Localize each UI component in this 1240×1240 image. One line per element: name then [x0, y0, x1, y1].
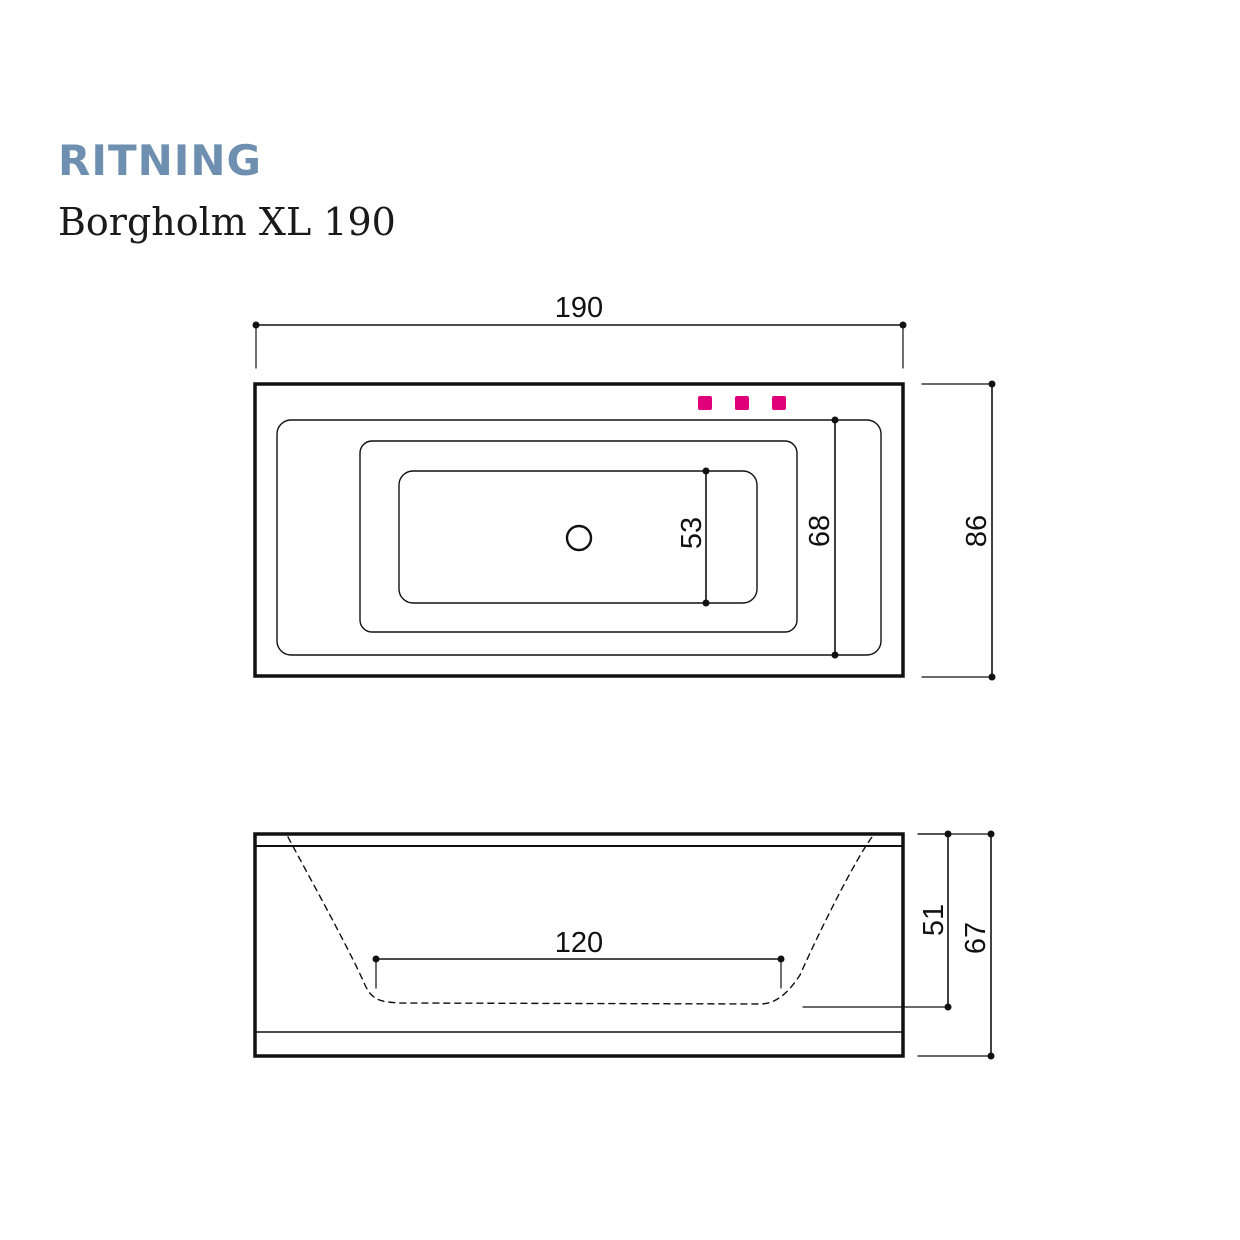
- tub-outer-rim: [253, 382, 905, 678]
- product-name: Borgholm XL 190: [58, 200, 396, 244]
- label-inner-depth: 51: [918, 904, 950, 936]
- label-bottom-width: 53: [676, 517, 708, 549]
- tub-bottom: [398, 470, 758, 604]
- dimension-line-bottom-length: [372, 955, 785, 989]
- tub-side-outline: [253, 832, 905, 1058]
- dimension-line-bottom-width: [702, 467, 710, 607]
- page-title: RITNING: [58, 136, 263, 185]
- dimension-line-width: [921, 380, 996, 681]
- label-overall-width: 86: [961, 515, 993, 547]
- dimension-line-inner-width: [831, 416, 839, 659]
- dimension-line-height: [917, 830, 995, 1060]
- tub-basin: [359, 440, 798, 633]
- drain-icon: [565, 524, 593, 552]
- label-overall-height: 67: [960, 922, 992, 954]
- tub-inner-rim: [276, 419, 882, 656]
- label-inner-width: 68: [804, 515, 836, 547]
- top-view: [252, 321, 996, 681]
- basin-profile: [287, 836, 873, 1005]
- label-bottom-length: 120: [555, 927, 603, 959]
- dimension-line-length: [252, 321, 907, 369]
- side-view: [253, 830, 995, 1060]
- jet-markers: [698, 396, 786, 410]
- label-overall-length: 190: [555, 292, 603, 324]
